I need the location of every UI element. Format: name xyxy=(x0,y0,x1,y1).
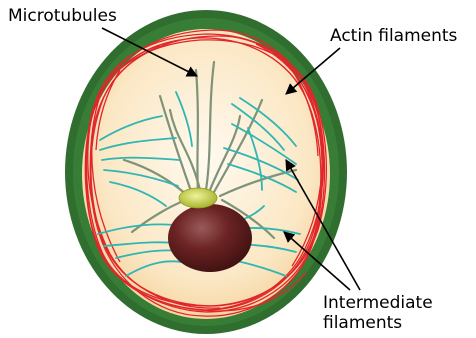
label-intermediate-filaments: Intermediate filaments xyxy=(323,293,473,333)
label-intermediate-line2: filaments xyxy=(323,313,473,333)
centrosome xyxy=(179,188,217,208)
nucleus xyxy=(168,204,252,272)
label-actin-filaments: Actin filaments xyxy=(330,26,457,46)
label-microtubules: Microtubules xyxy=(8,6,117,26)
label-intermediate-line1: Intermediate xyxy=(323,293,473,313)
